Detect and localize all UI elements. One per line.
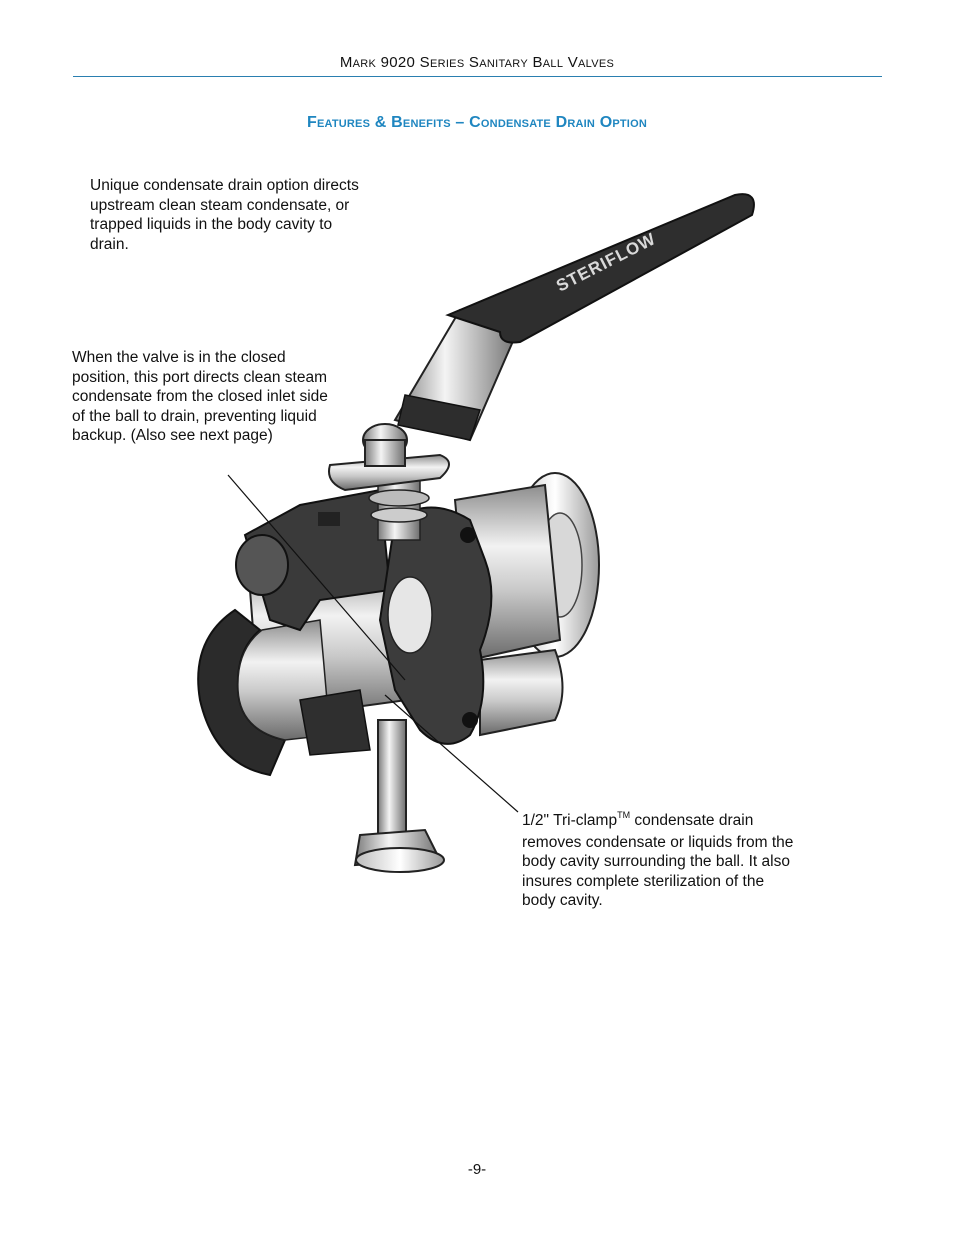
callout-closed-port: When the valve is in the closed position… [72, 349, 328, 445]
callout-tri-clamp-lead: 1/2" Tri-clamp [522, 812, 618, 829]
drain-pipe [353, 719, 445, 873]
leader-line-drain [384, 694, 519, 813]
left-body-cutaway [235, 488, 392, 756]
running-header: Mark 9020 Series Sanitary Ball Valves [339, 54, 615, 71]
callout-tri-clamp-body: condensate drain removes condensate or l… [522, 812, 794, 910]
valve-handle: STERIFLOW [393, 193, 755, 442]
header-divider [73, 76, 882, 77]
page-number: -9- [467, 1161, 487, 1178]
valve-stem [368, 479, 430, 541]
callout-drain-option: Unique condensate drain option directs u… [90, 177, 359, 253]
section-title: Features & Benefits – Condensate Drain O… [307, 114, 647, 131]
callout-tri-clamp-drain: 1/2" Tri-clampTM condensate drain remove… [522, 810, 797, 911]
leader-line-port [227, 474, 406, 681]
trademark-superscript: TM [617, 810, 631, 820]
handle-bracket [328, 423, 450, 492]
center-body-plate [378, 506, 493, 745]
